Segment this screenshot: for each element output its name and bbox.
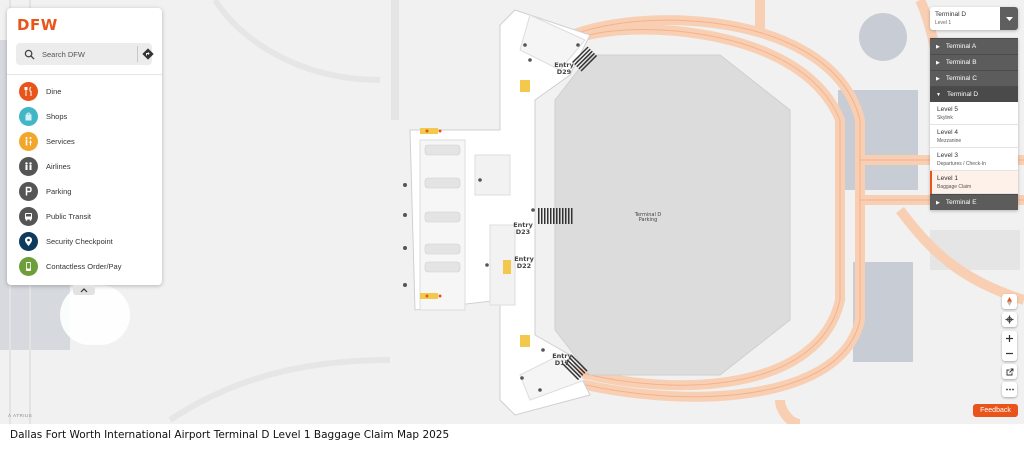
building-terminal-e[interactable]: ▶ Terminal E [930, 194, 1018, 210]
chevron-up-icon [80, 287, 88, 292]
search-icon [24, 49, 35, 60]
level-3-option[interactable]: Level 3 Departures / Check-In [930, 148, 1018, 171]
open-external-button[interactable] [1002, 364, 1017, 379]
level-description: Mezzanine [937, 138, 962, 144]
bus-icon [19, 206, 38, 226]
collapse-panel-button[interactable] [73, 285, 95, 295]
search-bar[interactable] [16, 43, 154, 65]
building-terminal-c[interactable]: ▶ Terminal C [930, 70, 1018, 86]
page-caption: Dallas Fort Worth International Airport … [10, 429, 450, 441]
category-label: Airlines [46, 161, 71, 171]
level-5-option[interactable]: Level 5 Skylink [930, 102, 1018, 125]
category-dine[interactable]: Dine [19, 81, 159, 101]
zoom-in-button[interactable] [1002, 331, 1017, 346]
search-input[interactable] [42, 47, 132, 61]
category-services[interactable]: Services [19, 131, 159, 151]
level-description: Departures / Check-In [937, 161, 986, 167]
selected-building: Terminal D [935, 11, 967, 18]
zoom-controls [1002, 331, 1017, 361]
category-shops[interactable]: Shops [19, 106, 159, 126]
building-level-list: ▶ Terminal A ▶ Terminal B ▶ Terminal C ▼ Ter… [930, 38, 1018, 210]
shopping-bag-icon [19, 106, 38, 126]
category-label: Services [46, 136, 75, 146]
category-label: Contactless Order/Pay [46, 261, 122, 271]
category-label: Public Transit [46, 211, 92, 221]
caret-down-icon [1005, 16, 1013, 21]
building-label: Terminal E [945, 199, 977, 206]
parking-icon [19, 181, 38, 201]
caret-right-icon: ▶ [936, 59, 940, 66]
category-label: Shops [46, 111, 68, 121]
category-label: Security Checkpoint [46, 236, 113, 246]
compass-button[interactable] [1002, 294, 1017, 309]
attribution-text: ATRIUS [13, 413, 33, 418]
category-airlines[interactable]: Airlines [19, 156, 159, 176]
atrius-logo-icon: Λ [8, 413, 12, 418]
category-public-transit[interactable]: Public Transit [19, 206, 159, 226]
level-1-option[interactable]: Level 1 Baggage Claim [930, 171, 1018, 194]
level-selector[interactable]: Terminal D Level 1 [930, 7, 1018, 30]
recenter-button[interactable] [1002, 312, 1017, 327]
caret-right-icon: ▶ [936, 43, 940, 50]
caret-right-icon: ▶ [936, 75, 940, 82]
level-selector-toggle[interactable] [1000, 7, 1018, 30]
level-name: Level 3 [937, 152, 958, 159]
airline-people-icon [19, 156, 38, 176]
external-link-icon [1006, 368, 1013, 375]
more-options-button[interactable] [1002, 382, 1017, 397]
building-terminal-b[interactable]: ▶ Terminal B [930, 54, 1018, 70]
level-name: Level 4 [937, 129, 958, 136]
restroom-icon [19, 131, 38, 151]
category-parking[interactable]: Parking [19, 181, 159, 201]
feedback-button[interactable]: Feedback [973, 404, 1018, 417]
level-name: Level 1 [937, 175, 958, 182]
dfw-logo[interactable]: DFW [17, 16, 58, 34]
contactless-phone-icon [19, 256, 38, 276]
atrius-attribution[interactable]: Λ ATRIUS [8, 413, 32, 418]
level-4-option[interactable]: Level 4 Mezzanine [930, 125, 1018, 148]
compass-icon [1007, 297, 1012, 306]
category-label: Dine [46, 86, 62, 96]
map-canvas [0, 0, 1024, 424]
zoom-out-button[interactable] [1002, 346, 1017, 361]
building-terminal-a[interactable]: ▶ Terminal A [930, 38, 1018, 54]
selected-level: Level 1 [935, 20, 952, 26]
search-divider [137, 46, 138, 62]
directions-icon[interactable] [142, 48, 154, 60]
building-terminal-d[interactable]: ▼ Terminal D [930, 86, 1018, 102]
fork-knife-icon [19, 81, 38, 101]
search-panel: DFW Dine Shops Services Airlines Parking [7, 8, 162, 285]
building-label: Terminal A [945, 43, 977, 50]
minus-icon [1006, 352, 1013, 355]
building-label: Terminal B [945, 59, 977, 66]
building-label: Terminal C [945, 75, 977, 82]
building-label: Terminal D [946, 91, 979, 98]
level-name: Level 5 [937, 106, 958, 113]
level-description: Baggage Claim [937, 184, 972, 190]
category-contactless-order[interactable]: Contactless Order/Pay [19, 256, 159, 276]
category-label: Parking [46, 186, 72, 196]
security-pin-icon [19, 231, 38, 251]
level-description: Skylink [937, 115, 953, 121]
caret-right-icon: ▶ [936, 199, 940, 206]
caret-down-icon: ▼ [936, 91, 941, 98]
category-security-checkpoint[interactable]: Security Checkpoint [19, 231, 159, 251]
ellipsis-icon [1005, 388, 1014, 391]
plus-icon [1006, 335, 1013, 342]
crosshair-icon [1005, 315, 1014, 324]
panel-divider [7, 74, 162, 75]
